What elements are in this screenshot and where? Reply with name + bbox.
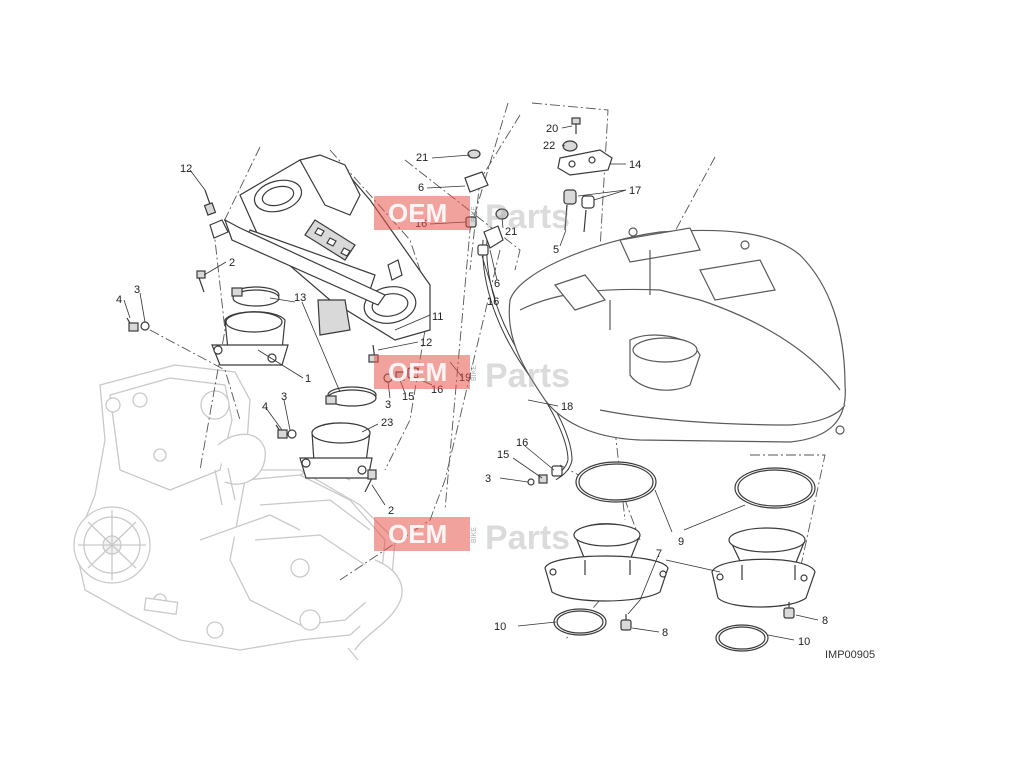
callout-21[interactable]: 21 (416, 152, 428, 164)
fitting-6-right[interactable] (477, 225, 504, 256)
callout-18[interactable]: 18 (561, 401, 573, 413)
screw-12-top[interactable] (203, 189, 217, 216)
grommet-22[interactable] (562, 140, 578, 152)
callout-15[interactable]: 15 (402, 391, 414, 403)
callout-20[interactable]: 20 (546, 123, 558, 135)
bracket-14[interactable] (557, 149, 613, 176)
sensor-17[interactable] (563, 189, 595, 209)
callout-7[interactable]: 7 (656, 548, 662, 560)
callout-3[interactable]: 3 (281, 391, 287, 403)
intake-funnel-7-right[interactable] (711, 527, 816, 608)
fitting-6-top[interactable] (464, 171, 489, 193)
screw-2-left[interactable] (196, 270, 206, 293)
callout-14[interactable]: 14 (629, 159, 641, 171)
svg-text:BIKE: BIKE (471, 206, 478, 222)
callout-6[interactable]: 6 (418, 182, 424, 194)
callout-12[interactable]: 12 (180, 163, 192, 175)
screw-4-left[interactable] (126, 317, 139, 332)
callout-1[interactable]: 1 (305, 373, 311, 385)
o-ring-10-right[interactable] (715, 624, 769, 652)
screw-4-mid[interactable] (275, 424, 297, 439)
intake-funnel-7-left[interactable] (544, 523, 669, 602)
callout-4[interactable]: 4 (262, 401, 268, 413)
callout-23[interactable]: 23 (381, 417, 393, 429)
callout-15[interactable]: 15 (497, 449, 509, 461)
callout-2[interactable]: 2 (229, 257, 235, 269)
o-ring-10-left[interactable] (553, 608, 607, 636)
hose-fittings-lower[interactable] (527, 465, 563, 486)
callout-12[interactable]: 12 (420, 337, 432, 349)
plug-8-right[interactable] (783, 602, 795, 619)
svg-text:Parts: Parts (485, 519, 570, 557)
callout-16[interactable]: 16 (487, 296, 499, 308)
svg-text:BIKE: BIKE (471, 527, 478, 543)
callout-3[interactable]: 3 (485, 473, 491, 485)
callout-3[interactable]: 3 (385, 399, 391, 411)
svg-text:Parts: Parts (485, 198, 570, 236)
callout-9[interactable]: 9 (678, 536, 684, 548)
plug-8-left[interactable] (620, 614, 632, 631)
svg-text:BIKE: BIKE (471, 365, 478, 381)
callout-3[interactable]: 3 (134, 284, 140, 296)
callout-16[interactable]: 16 (516, 437, 528, 449)
callout-5[interactable]: 5 (553, 244, 559, 256)
engine-block-illustration (73, 364, 403, 661)
cap-21-top[interactable] (467, 149, 481, 159)
callout-10[interactable]: 10 (494, 621, 506, 633)
gasket-9-right[interactable] (734, 467, 816, 509)
callout-6[interactable]: 6 (494, 278, 500, 290)
callout-4[interactable]: 4 (116, 294, 122, 306)
callout-11[interactable]: 11 (432, 311, 443, 323)
gasket-9-left[interactable] (575, 461, 657, 503)
screw-2-lower[interactable] (364, 469, 377, 493)
callout-2[interactable]: 2 (388, 505, 394, 517)
watermark-middle: OEM BIKE Parts (374, 355, 570, 395)
throttle-body-assembly[interactable] (209, 154, 431, 341)
hose-clamp-13-upper[interactable] (231, 286, 280, 307)
callout-10[interactable]: 10 (798, 636, 810, 648)
airbox-housing[interactable] (508, 227, 846, 443)
watermark-bottom: OEM BIKE Parts (374, 517, 570, 557)
svg-text:OEM: OEM (388, 519, 447, 549)
screw-20[interactable] (571, 117, 581, 134)
svg-text:Parts: Parts (485, 357, 570, 395)
callout-21[interactable]: 21 (505, 226, 517, 238)
svg-text:OEM: OEM (388, 357, 447, 387)
svg-text:OEM: OEM (388, 198, 447, 228)
screw-5[interactable] (564, 204, 587, 233)
callout-8[interactable]: 8 (662, 627, 668, 639)
hose-clamp-13-lower[interactable] (325, 386, 377, 407)
watermark-top: OEM BIKE Parts (374, 196, 570, 236)
washer-3-left[interactable] (140, 321, 150, 331)
diagram-reference-code: IMP00905 (825, 649, 875, 661)
intake-manifold-23[interactable] (299, 422, 373, 479)
callout-17[interactable]: 17 (629, 185, 641, 197)
callout-8[interactable]: 8 (822, 615, 828, 627)
callout-13[interactable]: 13 (294, 292, 306, 304)
callout-22[interactable]: 22 (543, 140, 555, 152)
